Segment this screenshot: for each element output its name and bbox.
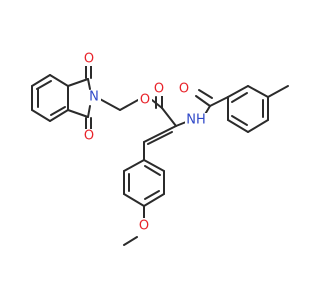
- ester-and-alkene: [143, 95, 177, 161]
- phthalimide-benzene-ring: [31, 74, 69, 122]
- structure-canvas: O N O O O O NH O: [31, 52, 289, 246]
- imide-nitrogen: N: [89, 90, 99, 105]
- amide-nh: NH: [186, 113, 206, 128]
- ester-carbonyl-oxygen: O: [154, 82, 164, 97]
- amide-carbonyl-oxygen: O: [179, 82, 189, 97]
- methoxyphenyl-ring: [123, 159, 165, 246]
- molecule-diagram: O N O O O O NH O: [31, 52, 289, 246]
- carbonyl-oxygen-top: O: [84, 52, 94, 67]
- methoxy-oxygen: O: [139, 219, 149, 234]
- atom-labels: O N O O O O NH O: [82, 52, 207, 234]
- methylene-linker: [97, 97, 139, 111]
- carbonyl-oxygen-bottom: O: [84, 129, 94, 144]
- toluoyl-ring: [227, 85, 289, 133]
- ester-oxygen: O: [140, 93, 150, 108]
- imide-ring: [67, 63, 92, 132]
